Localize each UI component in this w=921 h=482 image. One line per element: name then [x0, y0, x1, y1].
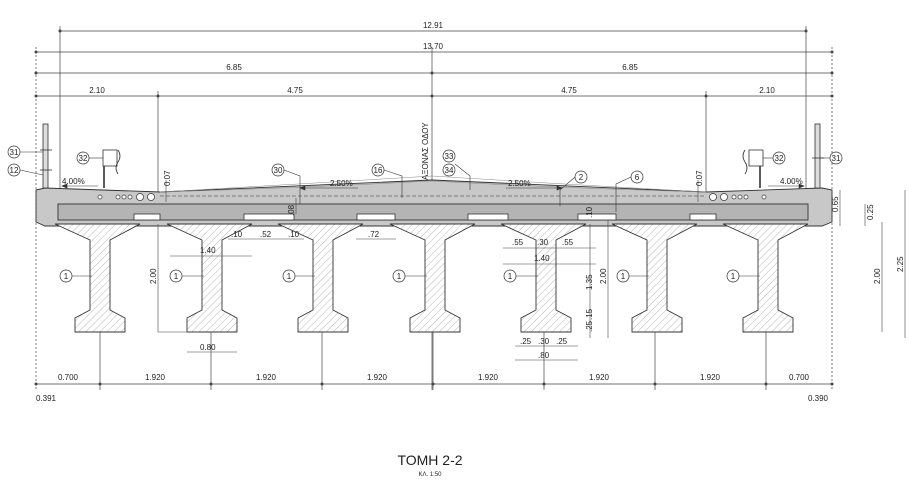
- right-railing: [742, 123, 824, 189]
- dim-spacing: 1.920: [256, 373, 277, 382]
- slope-arrows: [61, 183, 805, 191]
- precast-beams: [54, 223, 809, 333]
- bottom-dimension-chain: [34, 332, 834, 390]
- beam-2: [166, 223, 253, 333]
- callout-33: 33: [445, 152, 454, 161]
- detail-dimension-lines: [157, 180, 906, 361]
- dim-spacing: 1.920: [367, 373, 388, 382]
- dim-140-right: 1.40: [534, 254, 550, 263]
- dim-edge-left: 0.700: [58, 373, 79, 382]
- dim-25a: .25: [520, 337, 532, 346]
- callout-30: 30: [274, 166, 283, 175]
- beam-7: [722, 223, 809, 333]
- callout-31-right: 31: [832, 154, 841, 163]
- deck-plates: [133, 213, 717, 221]
- dim-200-left: 2.00: [149, 268, 158, 284]
- dim-08: .08: [287, 204, 296, 216]
- dim-200-center: 2.00: [599, 268, 608, 284]
- dim-10a: .10: [231, 230, 243, 239]
- slope-left-walk: 4.00%: [62, 177, 85, 186]
- dim-15v: .15: [585, 308, 594, 320]
- dim-52: .52: [260, 230, 272, 239]
- dim-half-left: 6.85: [226, 63, 242, 72]
- dim-half-right: 6.85: [622, 63, 638, 72]
- dim-140-left: 1.40: [200, 246, 216, 255]
- callout-6: 6: [635, 173, 640, 182]
- dim-065: 0.65: [831, 196, 840, 212]
- dim-side-left: 2.10: [89, 86, 105, 95]
- callout-1: 1: [287, 272, 292, 281]
- dim-30a: .30: [537, 238, 549, 247]
- dim-total-a: 12.91: [423, 21, 444, 30]
- dim-edge-right: 0.700: [789, 373, 810, 382]
- callout-32-left: 32: [79, 154, 88, 163]
- callout-12: 12: [10, 166, 19, 175]
- dim-25v: .25: [585, 320, 594, 332]
- dim-007-left: 0.07: [163, 170, 172, 186]
- dim-total-b: 13.70: [423, 42, 444, 51]
- callout-1: 1: [508, 272, 513, 281]
- beam-1: [54, 223, 141, 333]
- dim-025: 0.25: [866, 204, 875, 220]
- callout-32-right: 32: [775, 154, 784, 163]
- callout-1: 1: [64, 272, 69, 281]
- dim-25b: .25: [556, 337, 568, 346]
- dim-spacing: 1.920: [589, 373, 610, 382]
- deck-slab: [35, 175, 833, 227]
- dim-55a: .55: [512, 238, 524, 247]
- dim-72: .72: [368, 230, 380, 239]
- callout-2: 2: [579, 173, 584, 182]
- top-dimension-chain: [34, 26, 834, 390]
- callout-31-left: 31: [10, 148, 19, 157]
- dim-10v: .10: [585, 206, 594, 218]
- dim-080: 0.80: [200, 343, 216, 352]
- left-railing: [40, 123, 121, 189]
- dim-55b: .55: [562, 238, 574, 247]
- section-title: ΤΟΜΗ 2-2: [397, 452, 462, 468]
- slope-right-lane: 2.50%: [508, 179, 531, 188]
- dim-spacing: 1.920: [478, 373, 499, 382]
- dim-offset-left: 0.391: [36, 394, 57, 403]
- dim-225: 2.25: [896, 256, 905, 272]
- top-callout-leaders: [19, 151, 830, 212]
- duct-circles: [97, 193, 767, 201]
- callout-1: 1: [621, 272, 626, 281]
- callout-34: 34: [445, 166, 454, 175]
- dim-lane-left: 4.75: [287, 86, 303, 95]
- section-scale: ΚΛ. 1:50: [418, 472, 442, 478]
- callout-16: 16: [374, 166, 383, 175]
- dim-007-right: 0.07: [695, 170, 704, 186]
- dim-side-right: 2.10: [759, 86, 775, 95]
- dim-offset-right: 0.390: [808, 394, 829, 403]
- callout-1: 1: [397, 272, 402, 281]
- dim-spacing: 1.920: [700, 373, 721, 382]
- beam-6: [611, 223, 698, 333]
- dim-lane-right: 4.75: [561, 86, 577, 95]
- road-axis-label: ΑΞΟΝΑΣ ΟΔΟΥ: [421, 122, 430, 180]
- beam-5: [500, 223, 587, 333]
- callout-1: 1: [731, 272, 736, 281]
- beam-3: [277, 223, 364, 333]
- callout-1: 1: [174, 272, 179, 281]
- dim-200-right: 2.00: [873, 268, 882, 284]
- slope-right-walk: 4.00%: [780, 177, 803, 186]
- slope-left-lane: 2.50%: [330, 179, 353, 188]
- beam-4: [389, 223, 476, 333]
- dim-spacing: 1.920: [145, 373, 166, 382]
- dim-135: 1.35: [585, 274, 594, 290]
- dim-10b: .10: [288, 230, 300, 239]
